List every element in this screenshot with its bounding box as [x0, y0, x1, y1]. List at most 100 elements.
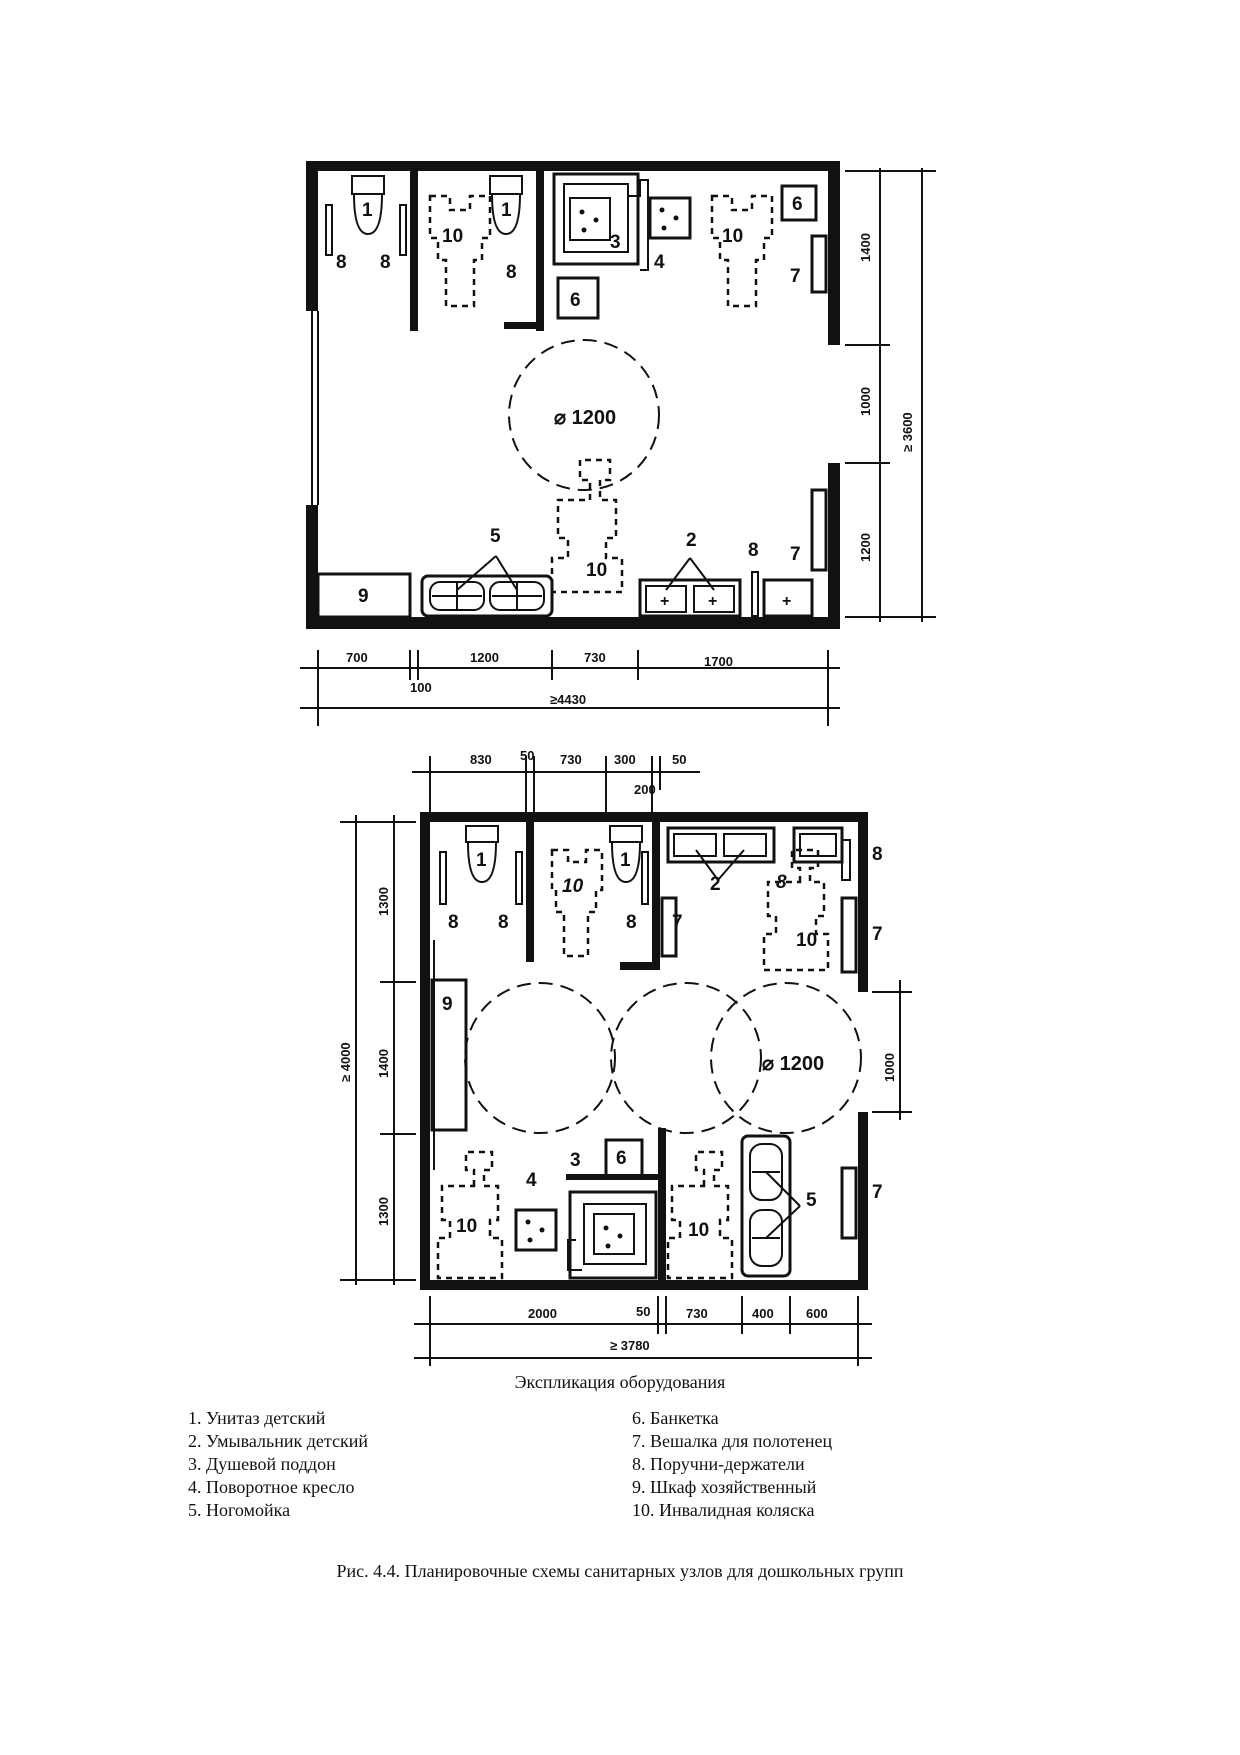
- label-footbath: 5: [490, 526, 501, 547]
- label-toilet: 1: [501, 200, 512, 221]
- dimension-top: 830 50 730 300 50 200: [412, 748, 700, 812]
- legend-column-left: 1. Унитаз детский 2. Умывальник детский …: [188, 1407, 368, 1522]
- legend-item: 8. Поручни-держатели: [632, 1454, 805, 1474]
- label-hanger: 7: [790, 544, 801, 565]
- label-rail: 8: [748, 540, 759, 561]
- label-bench: 6: [792, 194, 803, 215]
- legend-item: 1. Унитаз детский: [188, 1408, 326, 1428]
- label-shower: 3: [610, 232, 621, 253]
- partition: [526, 822, 534, 962]
- dim-300: 300: [614, 752, 636, 767]
- dim-4000: ≥ 4000: [338, 1042, 353, 1082]
- grab-bar-icon: [751, 571, 759, 617]
- label-rail: 8: [776, 872, 787, 893]
- wheelchair-icon: [762, 848, 830, 972]
- dim-1700: 1700: [704, 654, 733, 669]
- dim-4430: ≥4430: [550, 692, 586, 707]
- label-toilet: 1: [620, 850, 631, 871]
- swivel-chair-icon: [648, 196, 692, 240]
- footbath-icon: [740, 1134, 792, 1278]
- wall-right-lower: [858, 1112, 868, 1290]
- label-rail: 8: [626, 912, 637, 933]
- dim-1000: 1000: [882, 1053, 897, 1082]
- legend-item: 10. Инвалидная коляска: [632, 1500, 815, 1520]
- legend-item: 5. Ногомойка: [188, 1500, 291, 1520]
- dim-600: 600: [806, 1306, 828, 1321]
- label-rail: 8: [498, 912, 509, 933]
- wall-bottom: [420, 1280, 868, 1290]
- dim-50: 50: [672, 752, 686, 767]
- dim-730: 730: [584, 650, 606, 665]
- cabinet-icon: [430, 978, 468, 1132]
- dim-1200: 1200: [858, 533, 873, 562]
- wall-right-upper: [858, 812, 868, 992]
- dim-400: 400: [752, 1306, 774, 1321]
- legend-item: 4. Поворотное кресло: [188, 1477, 355, 1497]
- svg-text:+: +: [660, 593, 669, 610]
- towel-hanger-icon: [840, 1166, 858, 1240]
- dim-730: 730: [560, 752, 582, 767]
- towel-hanger-icon: [840, 896, 858, 974]
- turning-circle: [464, 982, 616, 1134]
- grab-bar-icon: [439, 851, 447, 905]
- legend-item: 3. Душевой поддон: [188, 1454, 336, 1474]
- leader-line: [717, 849, 745, 881]
- toilet-icon: [609, 825, 643, 884]
- dim-3780: ≥ 3780: [610, 1338, 650, 1353]
- dimension-bottom: 2000 50 730 400 600 ≥ 3780: [414, 1296, 872, 1366]
- wall-bottom: [306, 617, 840, 629]
- toilet-icon: [351, 175, 385, 236]
- leader-line: [456, 555, 497, 591]
- partition: [658, 1128, 666, 1280]
- label-chair: 4: [526, 1170, 537, 1191]
- dim-1300: 1300: [376, 887, 391, 916]
- label-washbasin: 2: [686, 530, 697, 551]
- dim-1200: 1200: [470, 650, 499, 665]
- label-rail: 8: [380, 252, 391, 273]
- turning-circle: [710, 982, 862, 1134]
- dim-1300: 1300: [376, 1197, 391, 1226]
- washbasin-icon: +: [762, 578, 814, 618]
- bench-icon: [604, 1138, 644, 1178]
- cabinet-icon: [316, 572, 412, 619]
- wheelchair-icon: [550, 848, 604, 958]
- bench-icon: [780, 184, 818, 222]
- towel-hanger-icon: [810, 488, 828, 572]
- label-rail: 8: [336, 252, 347, 273]
- label-wheelchair: 10: [796, 930, 817, 951]
- wheelchair-icon: [666, 1150, 734, 1280]
- leader-line: [765, 1205, 801, 1239]
- washbasin-icon: [792, 826, 844, 864]
- toilet-icon: [489, 175, 523, 236]
- partition: [620, 962, 660, 970]
- dim-2000: 2000: [528, 1306, 557, 1321]
- label-wheelchair: 10: [688, 1220, 709, 1241]
- partition: [652, 822, 660, 970]
- label-bench: 6: [616, 1148, 627, 1169]
- label-hanger: 7: [872, 924, 883, 945]
- label-toilet: 1: [476, 850, 487, 871]
- shower-tray-icon: [552, 172, 649, 271]
- dim-1400: 1400: [858, 233, 873, 262]
- label-cabinet: 9: [358, 586, 369, 607]
- turning-circle: [610, 982, 762, 1134]
- label-rail: 8: [448, 912, 459, 933]
- wall-right-upper: [828, 161, 840, 345]
- label-footbath: 5: [806, 1190, 817, 1211]
- floor-plan-top: + + + 1 1 8 8 8 8 10 10 10 3 4 6 6 7 7 5…: [300, 161, 936, 726]
- wheelchair-icon: [710, 194, 774, 308]
- label-circle-diameter: ⌀ 1200: [762, 1053, 824, 1075]
- dim-1000: 1000: [858, 387, 873, 416]
- towel-hanger-icon: [660, 896, 678, 958]
- grab-bar-icon: [641, 851, 649, 905]
- floor-plan-bottom: 1 1 8 8 8 8 8 10 10 10 10 2 7 7 7 9 3 4 …: [338, 748, 912, 1366]
- leader-line: [695, 849, 719, 881]
- label-wheelchair: 10: [456, 1216, 477, 1237]
- washbasin-icon: [666, 826, 776, 864]
- label-bench: 6: [570, 290, 581, 311]
- partition: [410, 171, 418, 331]
- wall-top: [306, 161, 840, 171]
- dimension-right: 1400 1000 1200 ≥ 3600: [845, 168, 936, 622]
- dim-700: 700: [346, 650, 368, 665]
- dim-3600: ≥ 3600: [900, 412, 915, 452]
